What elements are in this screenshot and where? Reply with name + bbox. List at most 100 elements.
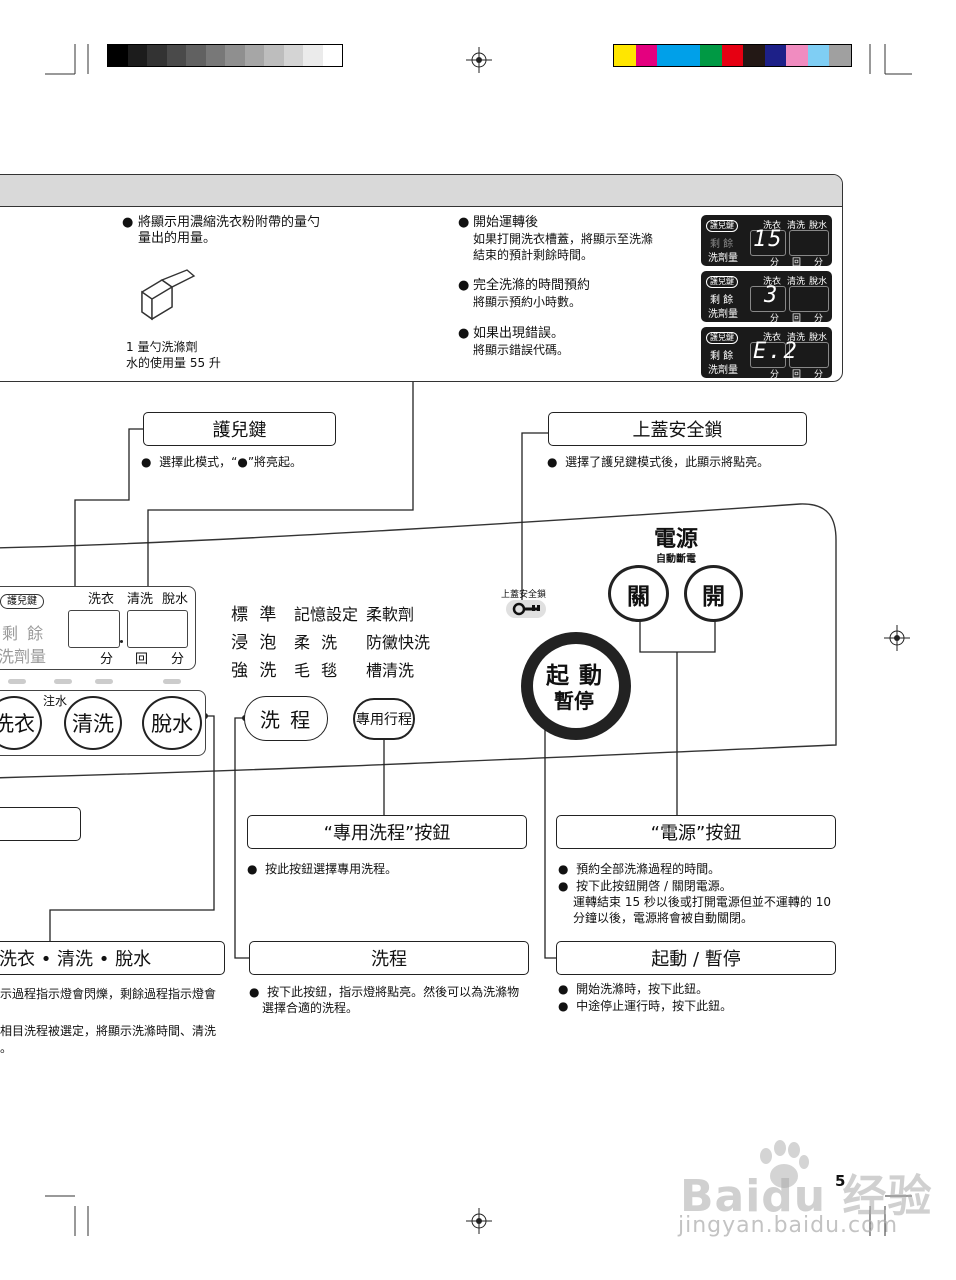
indicator-light	[95, 679, 113, 684]
lid-lock-icon-label: 上蓋安全鎖	[501, 590, 547, 600]
gray-swatch	[205, 45, 225, 66]
panel-display	[0, 586, 196, 670]
start-desc-2-text: 中途停止運行時，按下此鈕。	[576, 999, 733, 1013]
course-button[interactable]: 洗 程	[244, 696, 328, 741]
color-swatch	[743, 45, 765, 66]
power-title: 電源	[654, 527, 699, 552]
lcd-remaining: 剩 餘	[710, 295, 734, 306]
panel-header-band	[0, 175, 842, 207]
rinse-button[interactable]: 清洗	[64, 696, 122, 750]
display-unit-min2: 分	[171, 652, 185, 667]
scoop-icon	[141, 269, 196, 321]
lcd-detergent: 洗劑量	[708, 309, 738, 320]
spin-button[interactable]: 脫水	[142, 696, 202, 750]
power-on-button[interactable]: 開	[684, 565, 743, 622]
color-swatch	[700, 45, 722, 66]
lcd-child-lock-tag: 護兒鍵	[706, 220, 738, 232]
course-desc-2: 選擇合適的洗程。	[262, 1001, 359, 1015]
color-swatch	[764, 45, 786, 66]
lcd-detergent: 洗劑量	[708, 253, 738, 264]
child-lock-label: 護兒鍵	[143, 412, 336, 446]
lcd-header-wash: 洗衣	[763, 277, 782, 287]
gray-swatch	[108, 45, 128, 66]
display-remaining: 剩 餘	[2, 624, 46, 643]
water-note: 注水	[43, 694, 68, 708]
gray-swatch	[147, 45, 167, 66]
lcd-detergent: 洗劑量	[708, 365, 738, 376]
display-header-wash: 洗衣	[88, 592, 115, 607]
display-colon-dot	[120, 640, 123, 643]
power-desc-4: 分鐘以後，電源將會被自動關閉。	[573, 911, 754, 925]
program-standard: 標 準	[231, 605, 280, 625]
error-line1: 將顯示錯誤代碼。	[473, 343, 570, 357]
power-button-label: “電源”按鈕	[556, 815, 836, 849]
start-pause-label: 起動 / 暫停	[556, 941, 836, 975]
display-window-right	[127, 610, 188, 648]
wash-button[interactable]: 洗衣	[0, 696, 42, 750]
color-swatch	[678, 45, 700, 66]
wash-desc-2: 相目洗程被選定，將顯示洗滌時間、清洗	[0, 1024, 217, 1038]
lcd-remaining: 剩 餘	[710, 351, 734, 362]
special-course-desc: ● 按此按鈕選擇專用洗程。	[247, 861, 397, 877]
program-blanket: 毛 毯	[294, 661, 341, 680]
bullet-dot: ●	[458, 278, 470, 293]
lcd-child-lock-tag: 護兒鍵	[706, 332, 738, 344]
display-unit-min1: 分	[100, 652, 114, 667]
display-window-left	[68, 610, 120, 648]
wash-rinse-spin-label: 洗衣 • 清洗 • 脫水	[0, 941, 225, 975]
bullet-dot: ●	[249, 985, 260, 999]
remaining-time-title: 開始運轉後	[473, 215, 539, 230]
lcd-window-right	[789, 230, 829, 256]
special-course-button[interactable]: 專用行程	[353, 698, 415, 740]
wash-desc-3: 。	[0, 1041, 13, 1055]
gray-swatch	[186, 45, 206, 66]
special-course-label: “專用洗程”按鈕	[247, 815, 527, 849]
lcd-header-spin: 脫水	[809, 277, 828, 287]
lcd-digits: E.2	[753, 339, 799, 364]
gray-swatch	[303, 45, 323, 66]
lcd-unit-min2: 分	[814, 258, 824, 268]
color-swatch	[786, 45, 808, 66]
lcd-remaining: 剩 餘	[710, 239, 734, 250]
start-desc-2: ● 中途停止運行時，按下此鈕。	[558, 998, 732, 1014]
top-info-panel	[0, 174, 843, 382]
lcd-header-wash: 洗衣	[763, 221, 782, 231]
start-desc-1: ● 開始洗滌時，按下此鈕。	[558, 981, 708, 997]
watermark-url: jingyan.baidu.com	[678, 1213, 899, 1238]
color-swatch	[635, 45, 657, 66]
bullet-dot: ●	[547, 455, 558, 469]
power-off-button[interactable]: 關	[608, 565, 669, 622]
lcd-header-spin: 脫水	[809, 221, 828, 231]
lcd-child-lock-tag: 護兒鍵	[706, 276, 738, 288]
start-pause-inner	[533, 644, 619, 728]
course-desc-1: ● 按下此按鈕，指示燈將點亮。然後可以為洗滌物	[249, 984, 519, 1000]
gray-swatch	[264, 45, 284, 66]
bullet-dot: ●	[558, 862, 569, 876]
gray-swatch	[225, 45, 245, 66]
bullet-dot: ●	[558, 999, 569, 1013]
start-label: 起 動	[546, 663, 604, 689]
paw-icon	[760, 1140, 809, 1188]
color-swatch	[829, 45, 851, 66]
power-desc-1-text: 預約全部洗滌過程的時間。	[576, 862, 721, 876]
power-subtitle: 自動斷電	[656, 554, 696, 565]
color-swatch	[807, 45, 829, 66]
display-header-rinse: 清洗	[127, 592, 154, 607]
pause-label: 暫停	[554, 689, 594, 713]
gray-registration-bar	[107, 44, 343, 67]
scoop-caption-1: 1 量勺洗滌劑	[126, 340, 198, 354]
power-desc-1: ● 預約全部洗滌過程的時間。	[558, 861, 720, 877]
bullet-dot: ●	[458, 326, 470, 341]
child-lock-desc: ● 選擇此模式，“●”將亮起。	[141, 454, 302, 470]
program-soak: 浸 泡	[231, 633, 280, 653]
detergent-bullet-dot: ●	[122, 215, 134, 230]
wash-left-label-box	[0, 807, 81, 841]
bullet-dot: ●	[458, 215, 470, 230]
power-desc-2-text: 按下此按鈕開啓 / 關閉電源。	[576, 879, 732, 893]
special-course-desc-text: 按此按鈕選擇專用洗程。	[265, 862, 398, 876]
start-pause-button[interactable]: 起 動 暫停	[521, 632, 631, 740]
